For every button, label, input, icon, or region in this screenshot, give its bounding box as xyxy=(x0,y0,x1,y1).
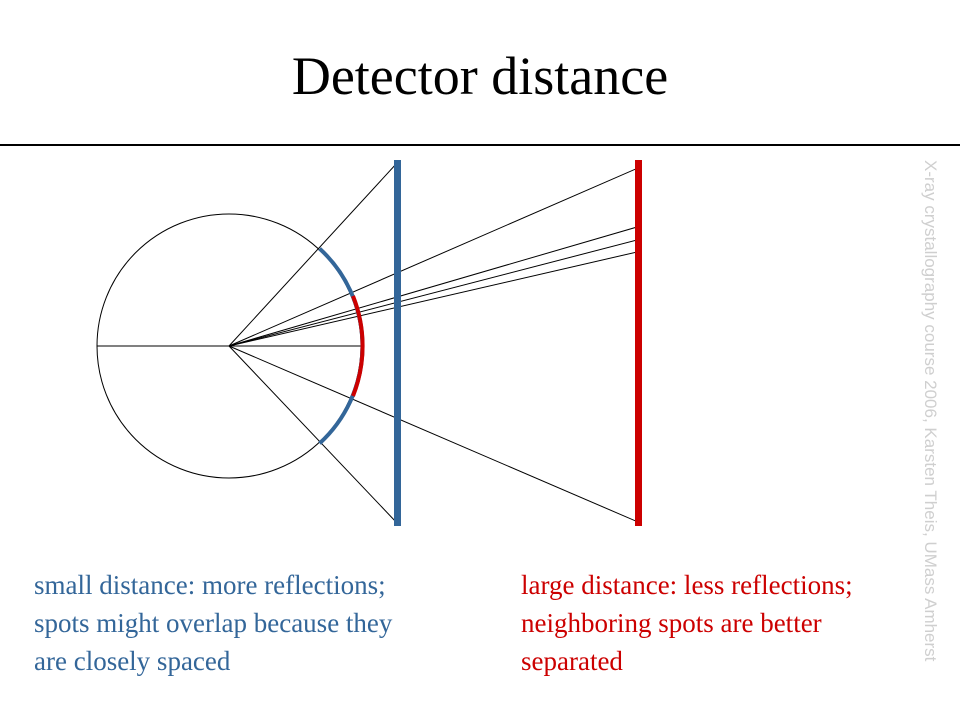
title-divider xyxy=(0,144,960,146)
diffracted-rays xyxy=(228,162,639,524)
slide-title: Detector distance xyxy=(291,46,669,106)
ray xyxy=(228,345,639,523)
ray xyxy=(228,226,638,347)
ray xyxy=(228,251,638,347)
caption-line: spots might overlap because they xyxy=(34,608,393,638)
caption-line: small distance: more reflections; xyxy=(34,570,386,600)
ray xyxy=(228,239,638,347)
ray xyxy=(228,167,639,347)
far-detector-arc xyxy=(351,295,365,397)
near-detector xyxy=(394,160,401,526)
caption-line: are closely spaced xyxy=(34,646,231,676)
course-credit: X-ray crystallography course 2006, Karst… xyxy=(921,160,940,662)
caption-line: large distance: less reflections; xyxy=(521,570,853,600)
caption-line: separated xyxy=(521,646,623,676)
ray xyxy=(228,345,398,524)
caption-line: neighboring spots are better xyxy=(521,608,822,638)
large-distance-caption: large distance: less reflections; neighb… xyxy=(521,566,853,680)
far-detector xyxy=(635,160,642,526)
ray xyxy=(228,162,398,347)
small-distance-caption: small distance: more reflections; spots … xyxy=(34,566,392,680)
